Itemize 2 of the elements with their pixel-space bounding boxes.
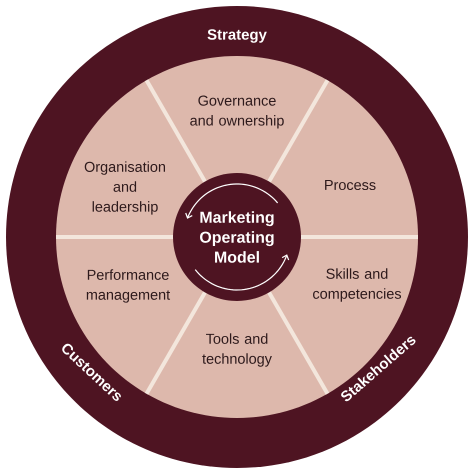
node-label: Process xyxy=(325,180,376,190)
ring-label: Strategy xyxy=(208,29,267,43)
